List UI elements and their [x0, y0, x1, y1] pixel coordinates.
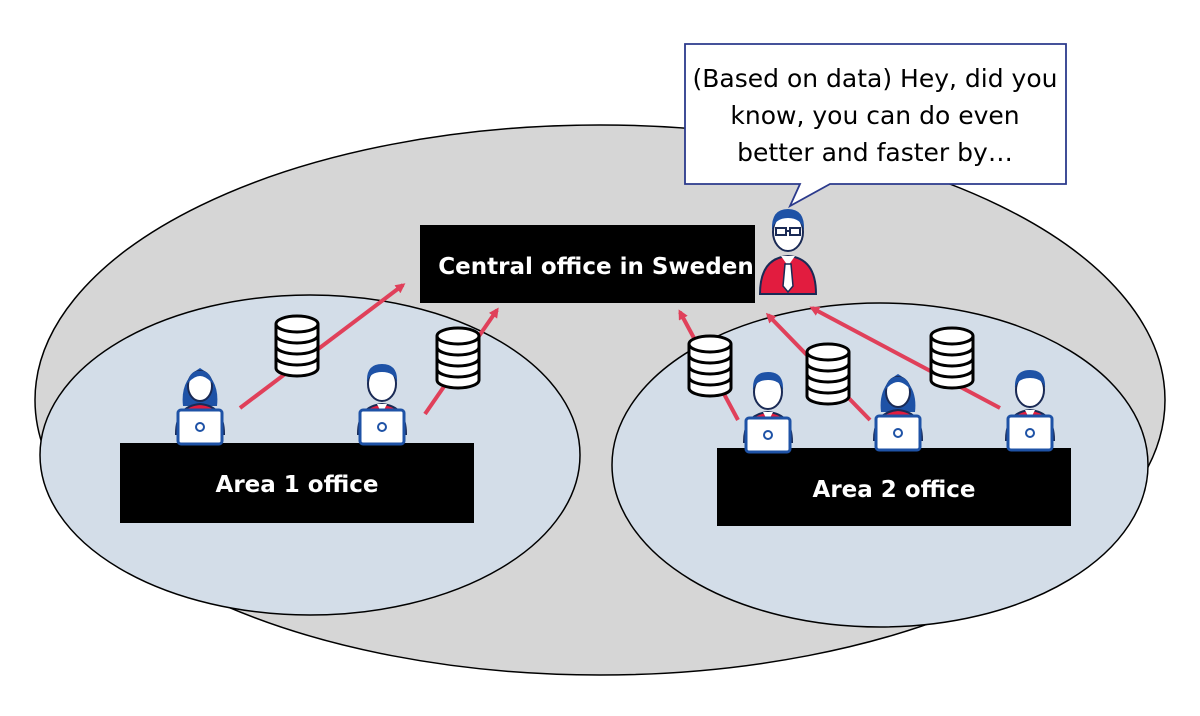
speech-bubble-line-1: (Based on data) Hey, did you [693, 64, 1058, 93]
area-2-office-label: Area 2 office [813, 477, 976, 503]
speech-bubble-line-3: better and faster by… [737, 138, 1013, 167]
manager-icon [758, 209, 818, 295]
central-office-label: Central office in Sweden [438, 254, 753, 280]
speech-bubble-line-2: know, you can do even [730, 101, 1019, 130]
area-2-office-box [717, 448, 1071, 526]
database-icon [805, 342, 851, 406]
database-icon [687, 334, 733, 398]
database-icon [435, 326, 481, 390]
area-1-office-box [120, 443, 474, 523]
database-icon [929, 326, 975, 390]
central-office-box [420, 225, 755, 303]
speech-bubble: (Based on data) Hey, did you know, you c… [684, 43, 1067, 209]
area-1-office-label: Area 1 office [216, 472, 379, 498]
database-icon [274, 314, 320, 378]
arrow-area1-worker1 [238, 283, 406, 410]
arrow-area2-worker3 [809, 306, 1001, 410]
